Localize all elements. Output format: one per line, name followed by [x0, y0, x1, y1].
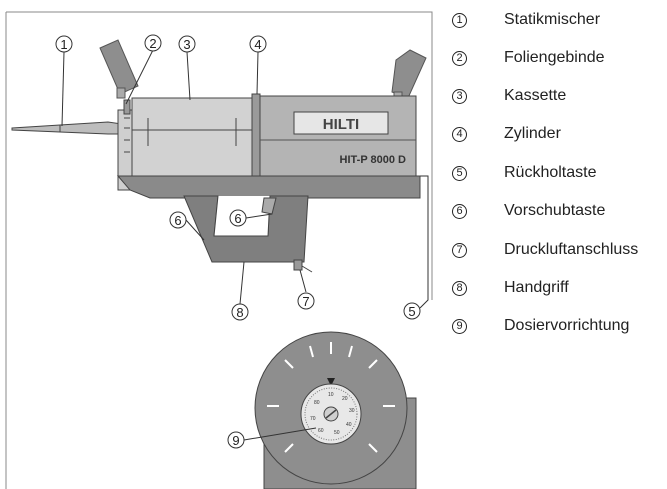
cylinder — [251, 93, 261, 179]
tool-body: HILTI HIT-P 8000 D — [259, 95, 417, 177]
legend-label: Zylinder — [504, 125, 561, 142]
svg-text:60: 60 — [318, 428, 324, 434]
legend-label: Dosiervorrichtung — [504, 317, 630, 334]
lower-housing — [116, 175, 421, 199]
legend-label: Vorschubtaste — [504, 202, 606, 219]
dial-ticks — [267, 342, 395, 453]
svg-text:10: 10 — [328, 392, 334, 398]
svg-text:2: 2 — [149, 36, 156, 51]
legend-label: Kassette — [504, 87, 567, 104]
legend-item: 9 Dosiervorrichtung — [452, 316, 629, 336]
dial-indicator — [327, 378, 335, 386]
legend-item: 4 Zylinder — [452, 124, 561, 144]
legend-item: 7 Druckluftanschluss — [452, 240, 638, 260]
svg-text:50: 50 — [334, 430, 340, 436]
legend-number: 8 — [452, 280, 467, 296]
legend-label: Rückholtaste — [504, 164, 597, 181]
svg-text:7: 7 — [302, 294, 309, 309]
legend-item: 8 Handgriff — [452, 278, 569, 298]
svg-text:5: 5 — [408, 304, 415, 319]
legend-number: 7 — [452, 242, 467, 258]
legend-label: Handgriff — [504, 279, 569, 296]
brand-logo: HILTI — [323, 116, 359, 133]
air-connector — [293, 259, 313, 273]
svg-text:3: 3 — [183, 37, 190, 52]
leader-lines — [61, 49, 429, 441]
legend-label: Statikmischer — [504, 11, 601, 28]
svg-text:6: 6 — [234, 211, 241, 226]
legend-number: 3 — [452, 88, 467, 104]
legend-label: Druckluftanschluss — [504, 241, 639, 258]
svg-text:9: 9 — [232, 433, 239, 448]
legend-item: 6 Vorschubtaste — [452, 201, 605, 221]
svg-text:4: 4 — [254, 37, 261, 52]
callout-9: 9 — [227, 431, 245, 449]
callout-3: 3 — [178, 35, 196, 53]
legend-number: 4 — [452, 126, 467, 142]
frame — [5, 11, 433, 489]
callout-8: 8 — [231, 303, 249, 321]
legend-item: 1 Statikmischer — [452, 10, 600, 30]
shoulder-strap-left — [99, 39, 139, 99]
legend-label: Foliengebinde — [504, 49, 605, 66]
legend-item: 3 Kassette — [452, 86, 566, 106]
legend-number: 2 — [452, 50, 467, 66]
foil-pack-holder — [117, 99, 133, 191]
callout-2: 2 — [144, 34, 162, 52]
cassette — [131, 97, 253, 177]
callout-7: 7 — [297, 292, 315, 310]
legend-item: 2 Foliengebinde — [452, 48, 605, 68]
svg-text:80: 80 — [314, 400, 320, 406]
legend-number: 5 — [452, 165, 467, 181]
dial-numbers: 10 20 30 40 50 60 70 80 — [310, 392, 355, 436]
legend-number: 6 — [452, 203, 467, 219]
callout-6-trigger: 6 — [229, 209, 247, 227]
legend-number: 1 — [452, 12, 467, 28]
svg-text:40: 40 — [346, 422, 352, 428]
svg-text:30: 30 — [349, 408, 355, 414]
callout-1: 1 — [55, 35, 73, 53]
legend-item: 5 Rückholtaste — [452, 163, 597, 183]
callout-5: 5 — [403, 302, 421, 320]
svg-text:6: 6 — [174, 213, 181, 228]
handle-grip — [183, 195, 309, 263]
dosing-dial: 10 20 30 40 50 60 70 80 — [254, 331, 417, 489]
callout-6-grip: 6 — [169, 211, 187, 229]
svg-text:1: 1 — [60, 37, 67, 52]
svg-text:8: 8 — [236, 305, 243, 320]
legend-number: 9 — [452, 318, 467, 334]
callout-4: 4 — [249, 35, 267, 53]
svg-text:70: 70 — [310, 416, 316, 422]
static-mixer — [11, 121, 123, 135]
model-label: HIT-P 8000 D — [340, 154, 406, 166]
svg-text:20: 20 — [342, 396, 348, 402]
